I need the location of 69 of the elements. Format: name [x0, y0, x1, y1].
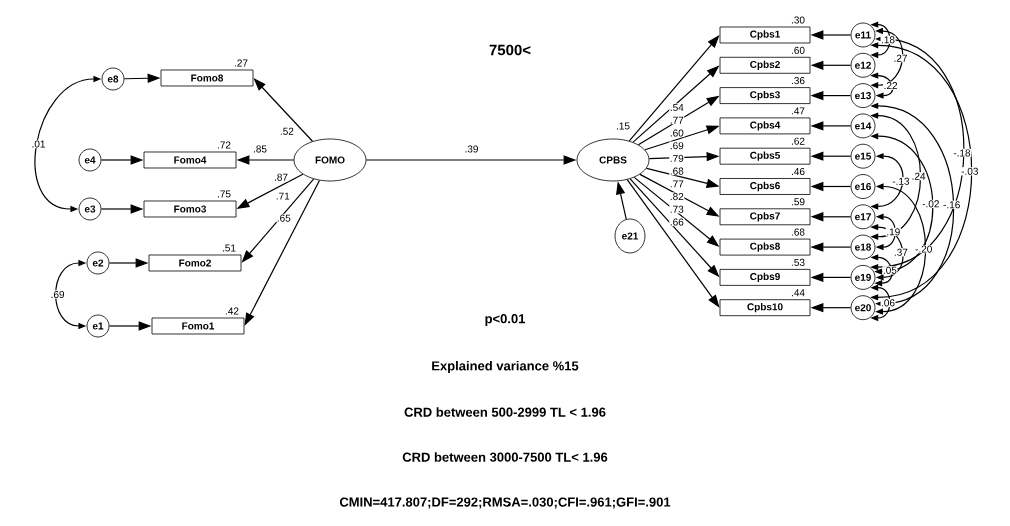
indicator-box: Fomo2 [148, 254, 242, 272]
edge-label: .39 [463, 144, 480, 154]
note-text: CMIN=417.807;DF=292;RMSA=.030;CFI=.961;GFI=.901 [339, 497, 671, 509]
value-label: .75 [217, 190, 231, 198]
value-label: .72 [217, 141, 231, 149]
indicator-box: Fomo4 [143, 151, 237, 169]
value-label: .44 [791, 289, 805, 297]
edge-label: .79 [669, 154, 685, 163]
edge-label: -.20 [914, 244, 933, 254]
edge-label: .18 [880, 35, 896, 44]
value-label: .60 [791, 46, 805, 54]
indicator-box: Fomo8 [160, 69, 254, 87]
note-text: Explained variance %15 [432, 360, 579, 374]
edge-label: .87 [273, 173, 289, 182]
edge-label: .85 [252, 144, 268, 154]
indicator-box: Cpbs2 [719, 56, 811, 74]
edge-label: .19 [885, 227, 901, 237]
edge-label: .69 [50, 290, 66, 299]
indicator-box: Fomo3 [143, 200, 237, 218]
edge-label: -.02 [921, 199, 940, 209]
edge-label: .77 [669, 116, 685, 125]
value-label: .59 [791, 198, 805, 206]
edge-label: .60 [669, 128, 685, 138]
edge-label: .77 [669, 179, 685, 188]
edge-label: .27 [892, 54, 909, 63]
edge-label: .37 [893, 248, 909, 257]
edge-label: .05 [882, 266, 898, 275]
indicator-box: Cpbs9 [719, 269, 811, 286]
edge-label: .69 [669, 141, 685, 150]
indicator-box: Cpbs6 [719, 178, 811, 195]
value-label: .15 [616, 122, 630, 130]
value-label: .42 [225, 307, 239, 315]
indicator-box: Cpbs8 [719, 238, 811, 256]
edge-label: -.18 [952, 148, 972, 158]
edge-label: -.03 [960, 167, 979, 176]
value-label: .27 [234, 59, 248, 67]
edge-label: .73 [669, 205, 685, 214]
edge-label: .06 [880, 298, 896, 308]
indicator-box: Cpbs10 [719, 299, 811, 317]
edge-label: -.13 [891, 177, 911, 186]
note-text: CRD between 3000-7500 TL< 1.96 [402, 452, 608, 462]
edge-label: -.16 [942, 200, 961, 209]
edge-label: .22 [883, 81, 899, 90]
indicator-box: Cpbs7 [719, 208, 811, 226]
note-text: p<0.01 [485, 314, 526, 326]
value-label: .46 [791, 167, 805, 176]
indicator-box: Cpbs1 [719, 26, 811, 44]
note-text: 7500< [489, 44, 531, 56]
indicator-box: Cpbs4 [719, 117, 811, 135]
edge-label: .68 [669, 166, 685, 176]
value-label: .51 [222, 244, 236, 252]
edge-label: .24 [911, 172, 927, 181]
value-label: .47 [791, 107, 805, 115]
value-label: .62 [791, 137, 805, 145]
indicator-box: Cpbs5 [719, 147, 811, 165]
value-label: .68 [791, 228, 805, 236]
edge-label: .65 [276, 213, 292, 223]
edge-label: .54 [669, 103, 685, 112]
edge-label: .71 [275, 192, 291, 201]
edge-label: .52 [279, 127, 295, 136]
value-label: .30 [791, 16, 805, 24]
indicator-box: Fomo1 [151, 317, 245, 335]
value-label: .53 [791, 258, 805, 266]
edge-label: .66 [669, 217, 685, 227]
edge-label: .82 [669, 192, 685, 201]
edge-label: .01 [30, 139, 47, 149]
indicator-box: Cpbs3 [719, 87, 811, 104]
note-text: CRD between 500-2999 TL < 1.96 [404, 407, 606, 417]
value-label: .36 [791, 77, 805, 85]
